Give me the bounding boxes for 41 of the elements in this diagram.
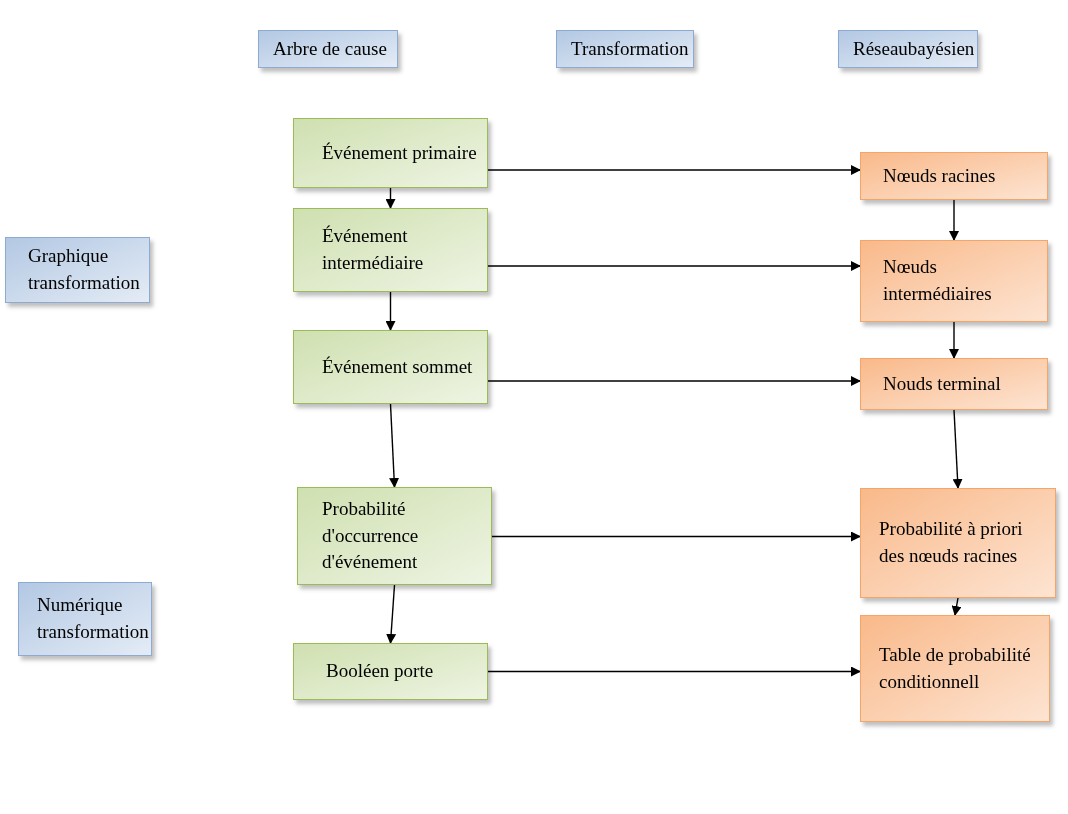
arrow (951, 597, 962, 616)
box-label: Événement primaire (322, 140, 478, 165)
box-label: Nœuds intermédiaires (883, 255, 993, 306)
event-box (293, 330, 488, 404)
box-label: Graphique transformation (28, 244, 141, 295)
arrow (952, 409, 963, 489)
header-box (838, 30, 978, 68)
header-box (258, 30, 398, 68)
header-box (18, 582, 152, 656)
box-label: Événement intermédiaire (322, 224, 425, 275)
bayes-node-box (860, 152, 1048, 200)
box-label: Événement sommet (322, 354, 474, 379)
box-label: Booléen porte (326, 659, 435, 683)
arrow (487, 261, 861, 271)
box-label: Probabilité à priori des nœuds racines (879, 517, 1024, 568)
bayes-node-box (860, 358, 1048, 410)
bayes-node-box (860, 488, 1056, 598)
header-box (5, 237, 150, 303)
arrow (487, 165, 861, 175)
box-label: Arbre de cause (273, 36, 388, 61)
bayes-node-box (860, 240, 1048, 322)
event-box (293, 118, 488, 188)
arrow (949, 199, 959, 241)
arrow (949, 321, 959, 359)
header-box (556, 30, 694, 68)
event-box (293, 208, 488, 292)
arrow (389, 403, 400, 488)
box-label: Nouds terminal (883, 371, 1002, 396)
arrow (386, 584, 397, 644)
arrow (385, 291, 396, 331)
box-label: Table de probabilité conditionnell (879, 642, 1032, 694)
box-label: Transformation (571, 36, 687, 61)
arrow (385, 187, 396, 209)
box-label: Nœuds racines (883, 163, 997, 188)
arrow (487, 666, 861, 677)
event-box (297, 487, 492, 585)
arrow (491, 531, 861, 542)
box-label: Probabilité d'occurrence d'événement (322, 496, 420, 575)
event-box (293, 643, 488, 700)
arrow (487, 376, 861, 386)
bayes-node-box (860, 615, 1050, 722)
